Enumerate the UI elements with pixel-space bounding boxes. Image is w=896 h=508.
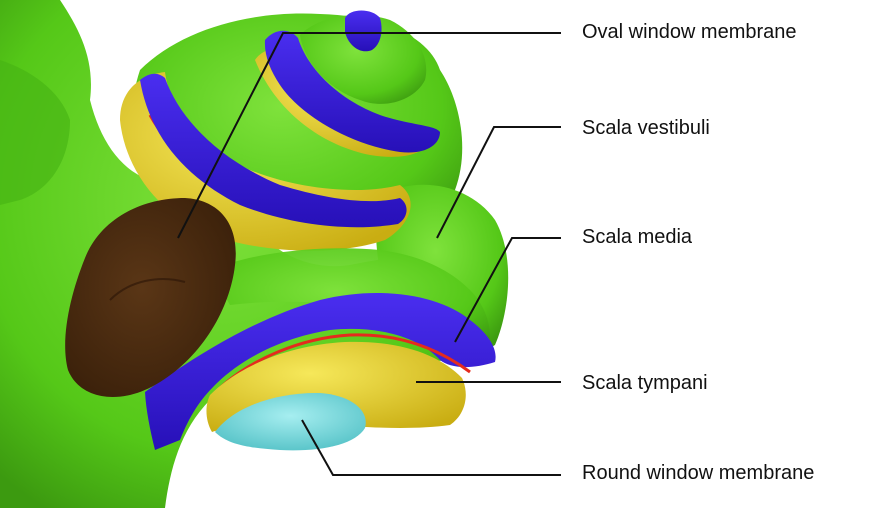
label-scala-vestibuli: Scala vestibuli — [582, 118, 710, 138]
label-oval-window-membrane: Oval window membrane — [582, 22, 797, 42]
label-scala-tympani: Scala tympani — [582, 373, 708, 393]
label-scala-media: Scala media — [582, 227, 692, 247]
label-round-window-membrane: Round window membrane — [582, 463, 814, 483]
